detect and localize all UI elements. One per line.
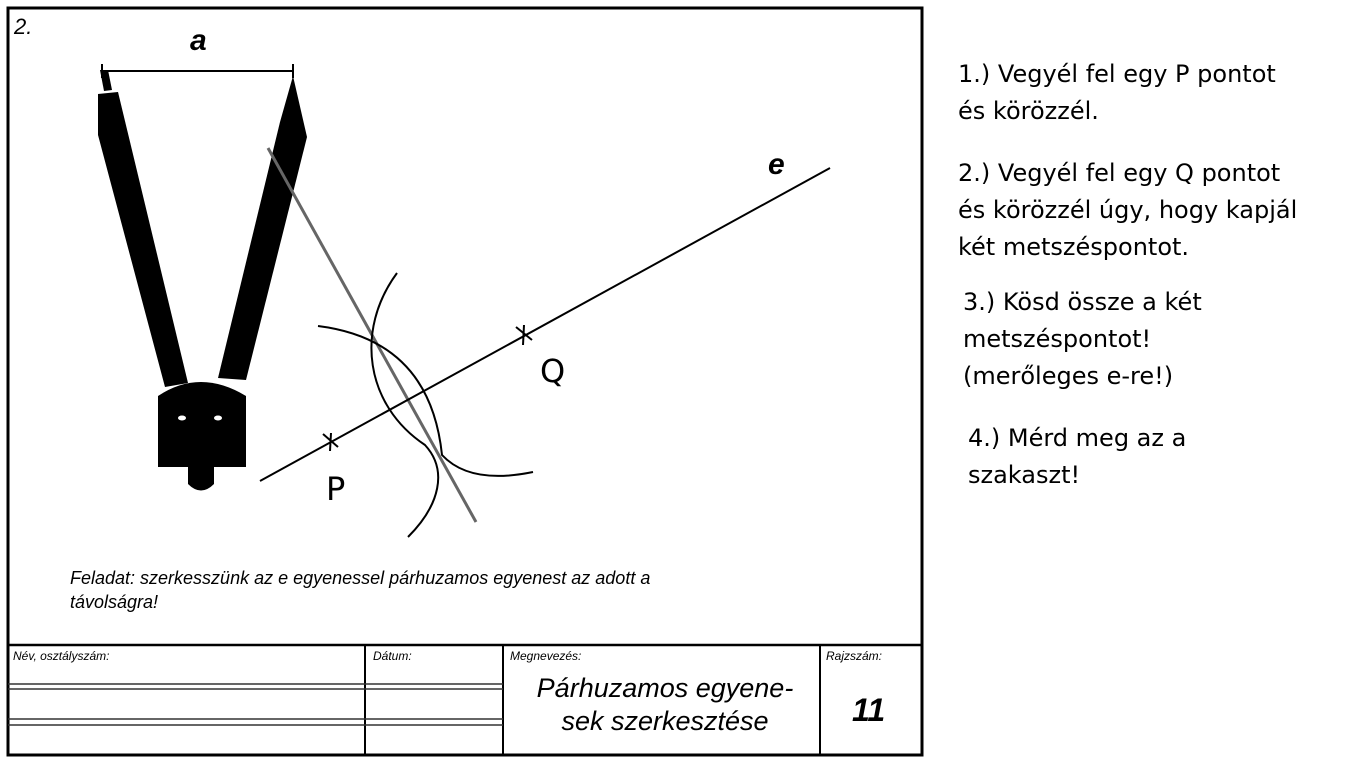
label-p: P <box>326 470 346 508</box>
sheet-frame <box>6 6 924 757</box>
step-line: 4.) Mérd meg az a <box>968 424 1187 452</box>
step-line: (merőleges e-re!) <box>963 362 1174 390</box>
step-line: 3.) Kösd össze a két <box>963 288 1202 316</box>
title-label: Megnevezés: <box>510 649 582 663</box>
exercise-number: 2. <box>14 14 33 39</box>
compass-icon <box>98 64 307 491</box>
title-line: Párhuzamos egyene- <box>536 673 794 703</box>
label-a: a <box>190 24 207 57</box>
step-line: 1.) Vegyél fel egy P pontot <box>958 60 1276 88</box>
task-line: Feladat: szerkesszünk az e egyenessel pá… <box>70 568 651 588</box>
step-line: szakaszt! <box>968 461 1081 489</box>
name-label: Név, osztályszám: <box>13 649 110 663</box>
label-q: Q <box>540 352 566 390</box>
arc-q <box>370 272 440 538</box>
arc-p <box>317 325 534 477</box>
drawing-number-label: Rajzszám: <box>826 649 883 663</box>
step-line: 2.) Vegyél fel egy Q pontot <box>958 159 1281 187</box>
step-2: 2.) Vegyél fel egy Q pontot és körözzél … <box>958 155 1297 266</box>
step-line: két metszéspontot. <box>958 233 1190 261</box>
name-lines <box>8 683 503 726</box>
step-line: és körözzél úgy, hogy kapjál <box>958 196 1298 224</box>
step-3: 3.) Kösd össze a két metszéspontot! (mer… <box>963 284 1202 395</box>
point-q-mark <box>515 324 533 346</box>
step-line: metszéspontot! <box>963 325 1152 353</box>
drawing-number: 11 <box>852 692 886 728</box>
date-label: Dátum: <box>373 649 412 663</box>
step-1: 1.) Vegyél fel egy P pontot és körözzél. <box>958 56 1276 130</box>
title-line: sek szerkesztése <box>561 706 769 736</box>
step-4: 4.) Mérd meg az a szakaszt! <box>968 420 1186 494</box>
task-line: távolságra! <box>70 592 159 612</box>
line-e <box>259 167 831 482</box>
label-e: e <box>768 148 785 181</box>
task-text: Feladat: szerkesszünk az e egyenessel pá… <box>70 566 650 614</box>
point-p-mark <box>322 432 339 452</box>
step-line: és körözzél. <box>958 97 1099 125</box>
drawing-title: Párhuzamos egyene- sek szerkesztése <box>515 672 815 738</box>
